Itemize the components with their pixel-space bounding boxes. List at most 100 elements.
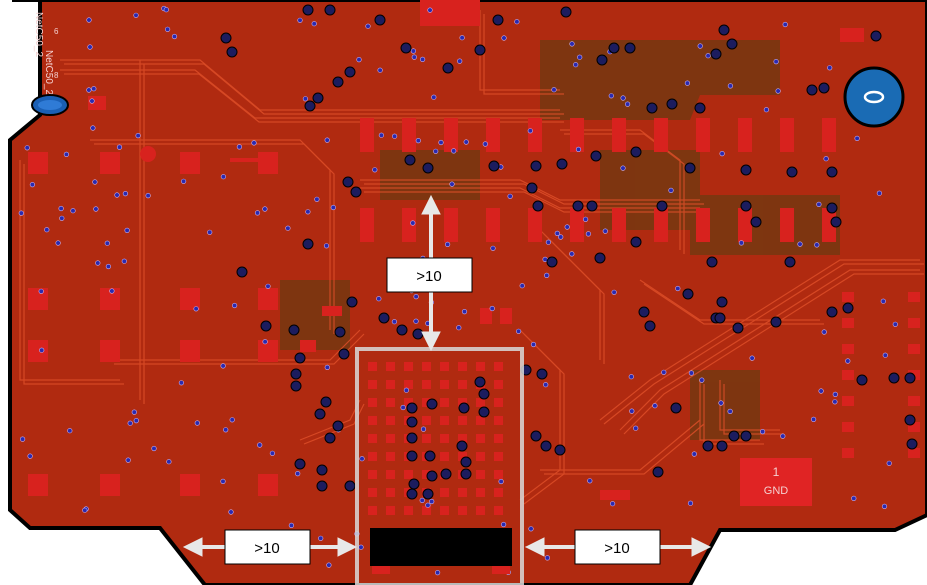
via	[544, 272, 550, 279]
via	[358, 544, 364, 550]
copper-pad	[486, 208, 500, 242]
via	[365, 23, 371, 29]
gnd-pad: 1 GND	[740, 458, 812, 506]
bga-pad	[458, 452, 467, 461]
via	[220, 32, 232, 44]
copper-pad	[842, 370, 854, 380]
via	[449, 181, 455, 187]
via	[330, 204, 336, 211]
via	[438, 139, 444, 146]
trace	[619, 269, 920, 431]
via	[519, 283, 525, 289]
copper-pad	[300, 340, 316, 352]
copper-pad	[402, 208, 416, 242]
via	[577, 54, 583, 60]
via	[58, 205, 64, 212]
via	[260, 320, 272, 332]
bga-pad	[458, 506, 467, 515]
via	[573, 62, 579, 68]
copper-pad	[100, 340, 120, 362]
via	[87, 44, 93, 50]
via	[344, 66, 356, 78]
via	[457, 58, 463, 64]
bga-pad	[476, 506, 485, 515]
trace	[699, 380, 760, 441]
bga-pad	[440, 434, 449, 443]
bga-pad	[494, 416, 503, 425]
via	[232, 302, 238, 309]
component-highlight-frame	[355, 347, 524, 585]
bga-pad	[440, 416, 449, 425]
bga-pad	[422, 398, 431, 407]
via	[488, 160, 500, 172]
copper-pad	[322, 306, 342, 316]
via	[29, 182, 36, 188]
annotation-top-text: >10	[416, 268, 441, 285]
via	[594, 252, 606, 264]
via	[324, 432, 336, 444]
via	[312, 92, 324, 104]
via	[668, 187, 674, 193]
via	[429, 498, 435, 505]
via	[151, 445, 157, 452]
via	[608, 42, 620, 54]
via	[431, 94, 437, 100]
via	[540, 440, 552, 452]
via	[92, 179, 98, 185]
trace	[94, 143, 335, 334]
bga-pad	[368, 506, 377, 515]
via	[376, 296, 382, 302]
gnd-pad-number: 1	[773, 465, 780, 479]
via	[316, 464, 328, 476]
via	[546, 256, 558, 268]
bga-pad	[386, 416, 395, 425]
via	[91, 86, 97, 92]
via	[334, 326, 346, 338]
via	[740, 430, 752, 442]
via	[131, 409, 137, 415]
via	[356, 56, 362, 63]
via	[886, 460, 892, 466]
copper-pad	[908, 448, 920, 458]
via	[318, 535, 324, 541]
via	[638, 306, 650, 318]
via	[856, 374, 868, 386]
annotation-left-text: >10	[254, 540, 279, 557]
via	[526, 182, 538, 194]
via	[440, 468, 452, 480]
via	[171, 33, 178, 40]
bga-pad	[476, 452, 485, 461]
via	[320, 396, 332, 408]
via	[442, 62, 454, 74]
via	[420, 56, 426, 63]
via	[697, 43, 703, 49]
via	[585, 231, 592, 237]
via	[740, 200, 752, 212]
bga-pad	[440, 398, 449, 407]
via	[906, 438, 918, 450]
via	[482, 141, 488, 147]
via	[556, 158, 568, 170]
copper-pad	[444, 208, 458, 242]
copper-pad	[908, 396, 920, 406]
via	[133, 12, 139, 18]
gnd-pad-label: GND	[764, 485, 789, 497]
via	[425, 502, 431, 508]
via	[821, 329, 827, 335]
via	[633, 425, 639, 431]
via	[27, 453, 33, 459]
via	[427, 7, 433, 13]
via	[406, 402, 418, 414]
bga-pad	[368, 398, 377, 407]
bga-pad	[368, 488, 377, 497]
via	[290, 368, 302, 380]
via	[569, 251, 575, 257]
via	[620, 95, 626, 101]
via	[826, 202, 838, 214]
via	[194, 420, 200, 426]
via	[410, 220, 416, 226]
trace	[523, 333, 565, 505]
via	[86, 17, 92, 23]
via	[105, 263, 111, 270]
